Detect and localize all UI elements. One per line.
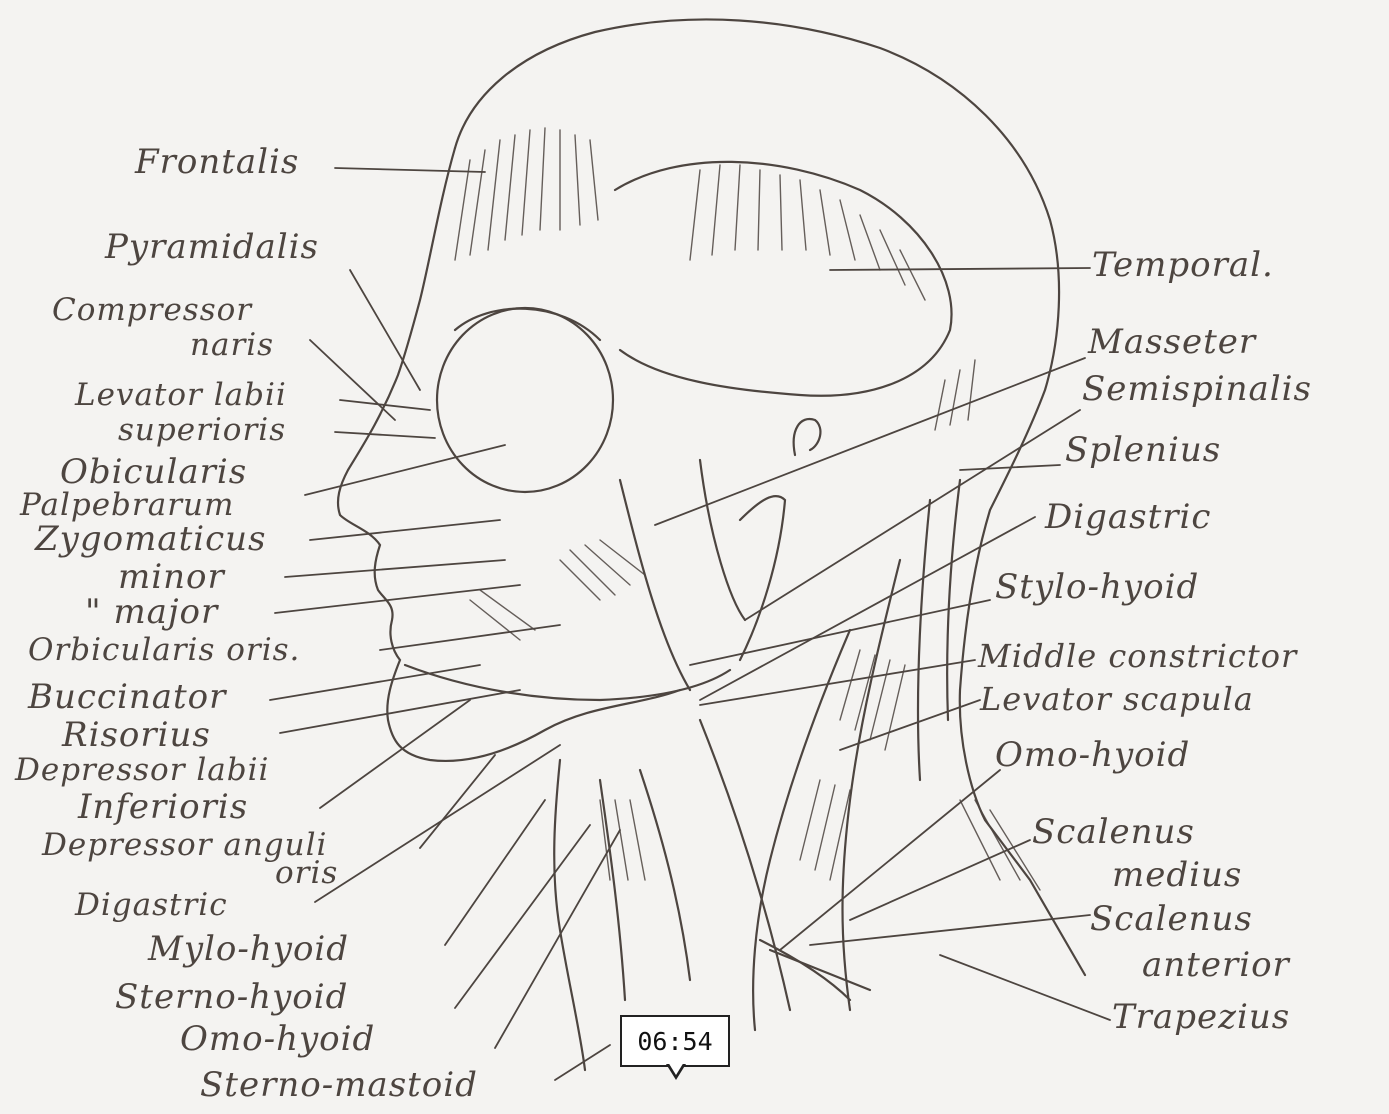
label-masseter: Masseter	[1088, 325, 1256, 359]
label-anterior: anterior	[1142, 948, 1290, 982]
label-splenius: Splenius	[1065, 433, 1221, 467]
label-levator-labii: Levator labii	[75, 380, 287, 411]
label-sterno-mastoid: Sterno-mastoid	[200, 1068, 478, 1102]
label-superioris: superioris	[118, 415, 286, 446]
label-semispinalis: Semispinalis	[1082, 372, 1312, 406]
tooltip-pointer	[666, 1064, 686, 1080]
timestamp-tooltip: 06:54	[620, 1015, 730, 1067]
label-stylo-hyoid: Stylo-hyoid	[995, 570, 1199, 604]
label-trapezius: Trapezius	[1112, 1000, 1290, 1034]
label-omo-hyoid-right: Omo-hyoid	[995, 738, 1190, 772]
label-orbicularis-oris: Orbicularis oris.	[28, 635, 300, 666]
label-major: " major	[85, 595, 218, 629]
label-inferioris: Inferioris	[78, 790, 248, 824]
label-temporal: Temporal.	[1092, 248, 1274, 282]
label-pyramidalis: Pyramidalis	[105, 230, 319, 264]
label-obicularis: Obicularis	[60, 455, 247, 489]
face-profile	[338, 148, 680, 761]
ear	[794, 419, 821, 455]
label-digastric-right: Digastric	[1045, 500, 1211, 534]
label-frontalis: Frontalis	[135, 145, 299, 179]
neck-front	[554, 760, 585, 1070]
label-middle-constrictor: Middle constrictor	[978, 640, 1297, 672]
timestamp-text: 06:54	[637, 1027, 712, 1056]
label-levator-scapula: Levator scapula	[980, 683, 1254, 715]
label-zygomaticus: Zygomaticus	[35, 522, 267, 556]
label-naris: naris	[190, 330, 274, 361]
eye-orbit	[437, 308, 613, 492]
label-palpebrarum: Palpebrarum	[20, 490, 234, 521]
label-depressor-labii: Depressor labii	[15, 755, 269, 786]
label-scalenus: Scalenus	[1032, 815, 1195, 849]
label-minor: minor	[118, 560, 225, 594]
label-medius: medius	[1112, 858, 1242, 892]
label-risorius: Risorius	[62, 718, 211, 752]
label-sterno-hyoid: Sterno-hyoid	[115, 980, 348, 1014]
label-mylo-hyoid: Mylo-hyoid	[148, 932, 349, 966]
label-compressor: Compressor	[52, 295, 252, 326]
label-oris: oris	[275, 858, 338, 889]
label-digastric-left: Digastric	[75, 890, 228, 921]
label-buccinator: Buccinator	[28, 680, 226, 714]
label-omo-hyoid-left: Omo-hyoid	[180, 1022, 375, 1056]
label-scalenus-2: Scalenus	[1090, 902, 1253, 936]
